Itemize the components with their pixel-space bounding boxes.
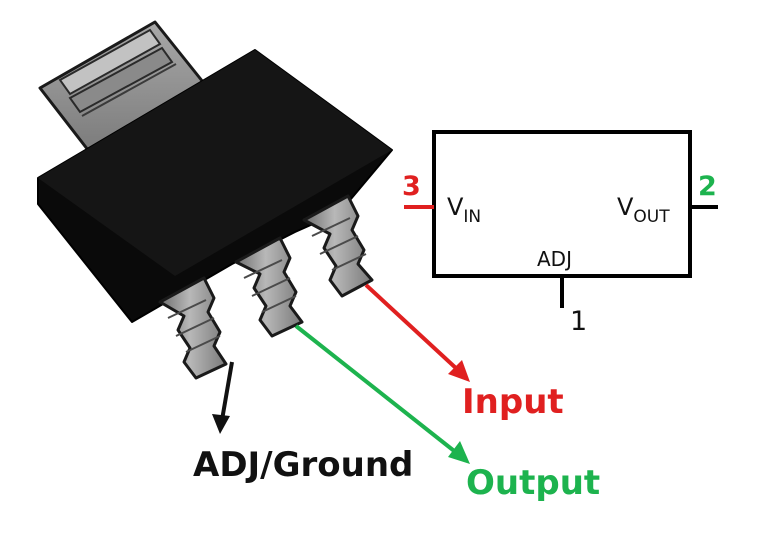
schematic-symbol: 3 VIN 2 VOUT ADJ 1: [402, 130, 718, 337]
lead-adj: [158, 276, 228, 380]
input-callout-label: Input: [462, 382, 564, 422]
package-tab: [38, 20, 205, 152]
vout-label: VOUT: [617, 193, 670, 227]
lead-input: [302, 194, 374, 298]
lead-output: [234, 236, 304, 338]
sot223-package: [37, 20, 393, 380]
arrow-ground: [212, 361, 234, 434]
vin-label: VIN: [447, 193, 481, 227]
ground-callout-label: ADJ/Ground: [193, 445, 413, 485]
vin-pin-number: 3: [402, 171, 421, 202]
arrow-output: [294, 324, 470, 464]
package-body: [37, 49, 393, 323]
output-callout-label: Output: [466, 463, 600, 503]
vout-pin-number: 2: [698, 171, 717, 202]
adj-pin-number: 1: [570, 306, 587, 337]
adj-label: ADJ: [537, 247, 572, 271]
arrow-input: [364, 283, 470, 382]
